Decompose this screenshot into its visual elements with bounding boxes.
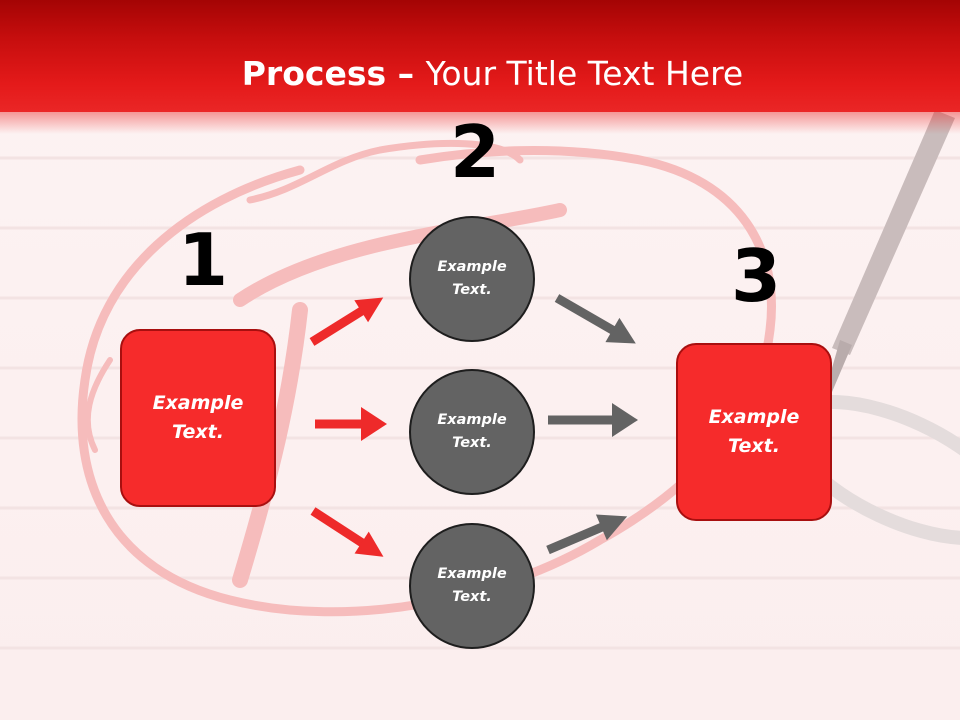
step-2-text-bottom: Example Text. [437, 566, 507, 605]
step-3-text: Example Text. [708, 406, 800, 457]
step-1-number: 1 [178, 218, 229, 302]
red-arrows [309, 297, 387, 557]
gray-arrows [546, 294, 638, 555]
title-rest: Your Title Text Here [425, 54, 744, 93]
arrow-gray-down [554, 294, 636, 344]
arrow-red-down [310, 507, 384, 557]
arrow-gray-right [548, 403, 638, 437]
step-3-box: Example Text. [676, 343, 832, 521]
red-scribble [77, 139, 776, 617]
step-2-text-top: Example Text. [437, 259, 507, 298]
step-1-box: Example Text. [120, 329, 276, 507]
step-2-circle-bottom: Example Text. [409, 523, 535, 649]
slide-title: Process – Your Title Text Here [0, 52, 960, 96]
arrow-gray-up [546, 514, 628, 555]
step-2-circle-top: Example Text. [409, 216, 535, 342]
title-bold: Process [241, 54, 387, 93]
arrow-red-up [309, 297, 384, 346]
title-bar-fade [0, 112, 960, 134]
step-2-number: 2 [450, 110, 501, 194]
step-3-number: 3 [731, 234, 782, 318]
arrow-red-right [315, 407, 387, 441]
step-1-text: Example Text. [152, 392, 244, 443]
title-separator: – [386, 54, 426, 93]
step-2-circle-middle: Example Text. [409, 369, 535, 495]
step-2-text-middle: Example Text. [437, 412, 507, 451]
title-bar [0, 0, 960, 112]
